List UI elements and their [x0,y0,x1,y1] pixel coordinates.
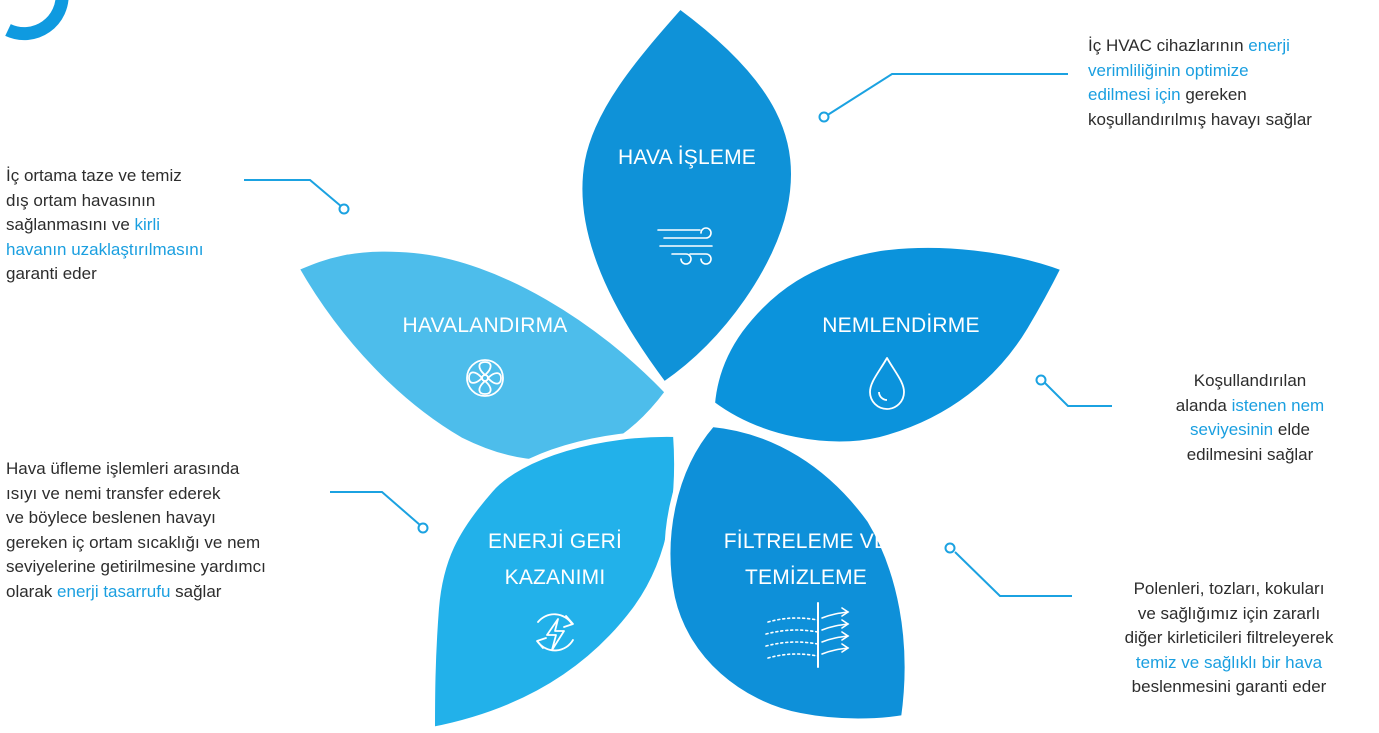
petal-enerji-geri-kazanimi [429,430,681,733]
title-havalandirma: HAVALANDIRMA [403,314,568,337]
title-filtreleme-line2: TEMİZLEME [745,566,867,589]
wind-icon [657,227,713,265]
water-drop-icon [869,357,905,410]
description-hava-isleme: İç HVAC cihazlarının enerji verimliliğin… [1088,36,1312,129]
connector-right-mid [1035,374,1112,407]
logo-arc [5,0,69,41]
energy-recovery-icon [536,613,574,652]
title-enerji-line2: KAZANIMI [505,566,606,589]
petal-hava-isleme [576,3,798,388]
description-nemlendirme: Koşullandırılan alanda istenen nem seviy… [1175,371,1325,464]
connector-top-right [818,73,1068,123]
filter-icon [765,602,850,668]
title-hava-isleme: HAVA İŞLEME [618,146,756,169]
description-enerji-geri-kazanimi: Hava üfleme işlemleri arasında ısıyı ve … [6,459,266,601]
title-filtreleme-line1: FİLTRELEME VE [724,530,888,553]
title-enerji-line1: ENERJİ GERİ [488,530,622,553]
fan-icon [466,359,504,397]
title-nemlendirme: NEMLENDİRME [822,314,979,337]
description-filtreleme: Polenleri, tozları, kokuları ve sağlığım… [1124,579,1334,696]
connector-right-bottom [944,542,1072,597]
description-havalandirma: İç ortama taze ve temiz dış ortam havası… [6,166,204,283]
petal-nemlendirme [709,241,1067,448]
connector-left-top [244,179,350,215]
connector-left-bottom [330,491,429,534]
